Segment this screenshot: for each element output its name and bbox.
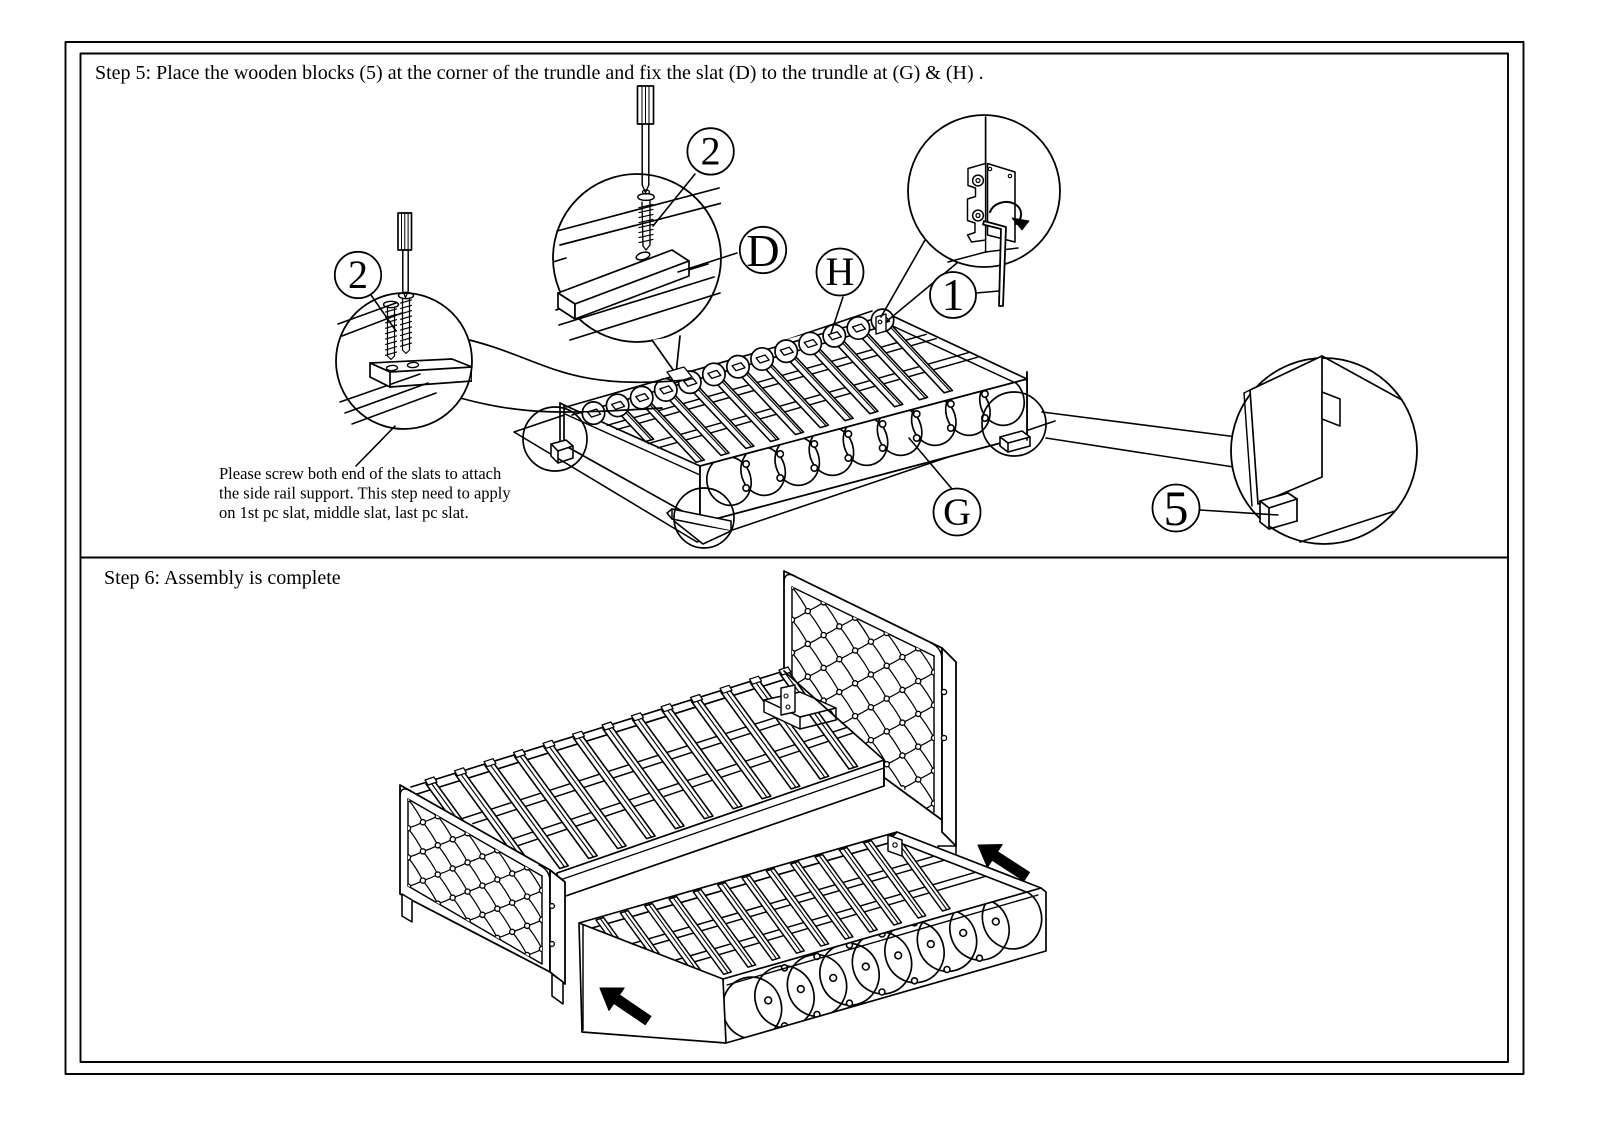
svg-text:Step 5: Place the wooden block: Step 5: Place the wooden blocks (5) at t… xyxy=(95,62,984,84)
svg-text:H: H xyxy=(826,249,855,294)
svg-text:D: D xyxy=(746,225,779,276)
svg-text:the side rail support. This st: the side rail support. This step need to… xyxy=(219,484,511,503)
svg-text:1: 1 xyxy=(942,270,965,320)
svg-text:Step 6: Assembly is complete: Step 6: Assembly is complete xyxy=(104,567,341,589)
svg-text:2: 2 xyxy=(701,129,721,174)
svg-text:G: G xyxy=(943,492,971,534)
svg-text:5: 5 xyxy=(1164,480,1189,536)
svg-text:Please screw both end of the s: Please screw both end of the slats to at… xyxy=(219,464,502,483)
svg-text:on 1st pc slat, middle slat, l: on 1st pc slat, middle slat, last pc sla… xyxy=(219,503,469,522)
svg-text:2: 2 xyxy=(348,252,368,297)
